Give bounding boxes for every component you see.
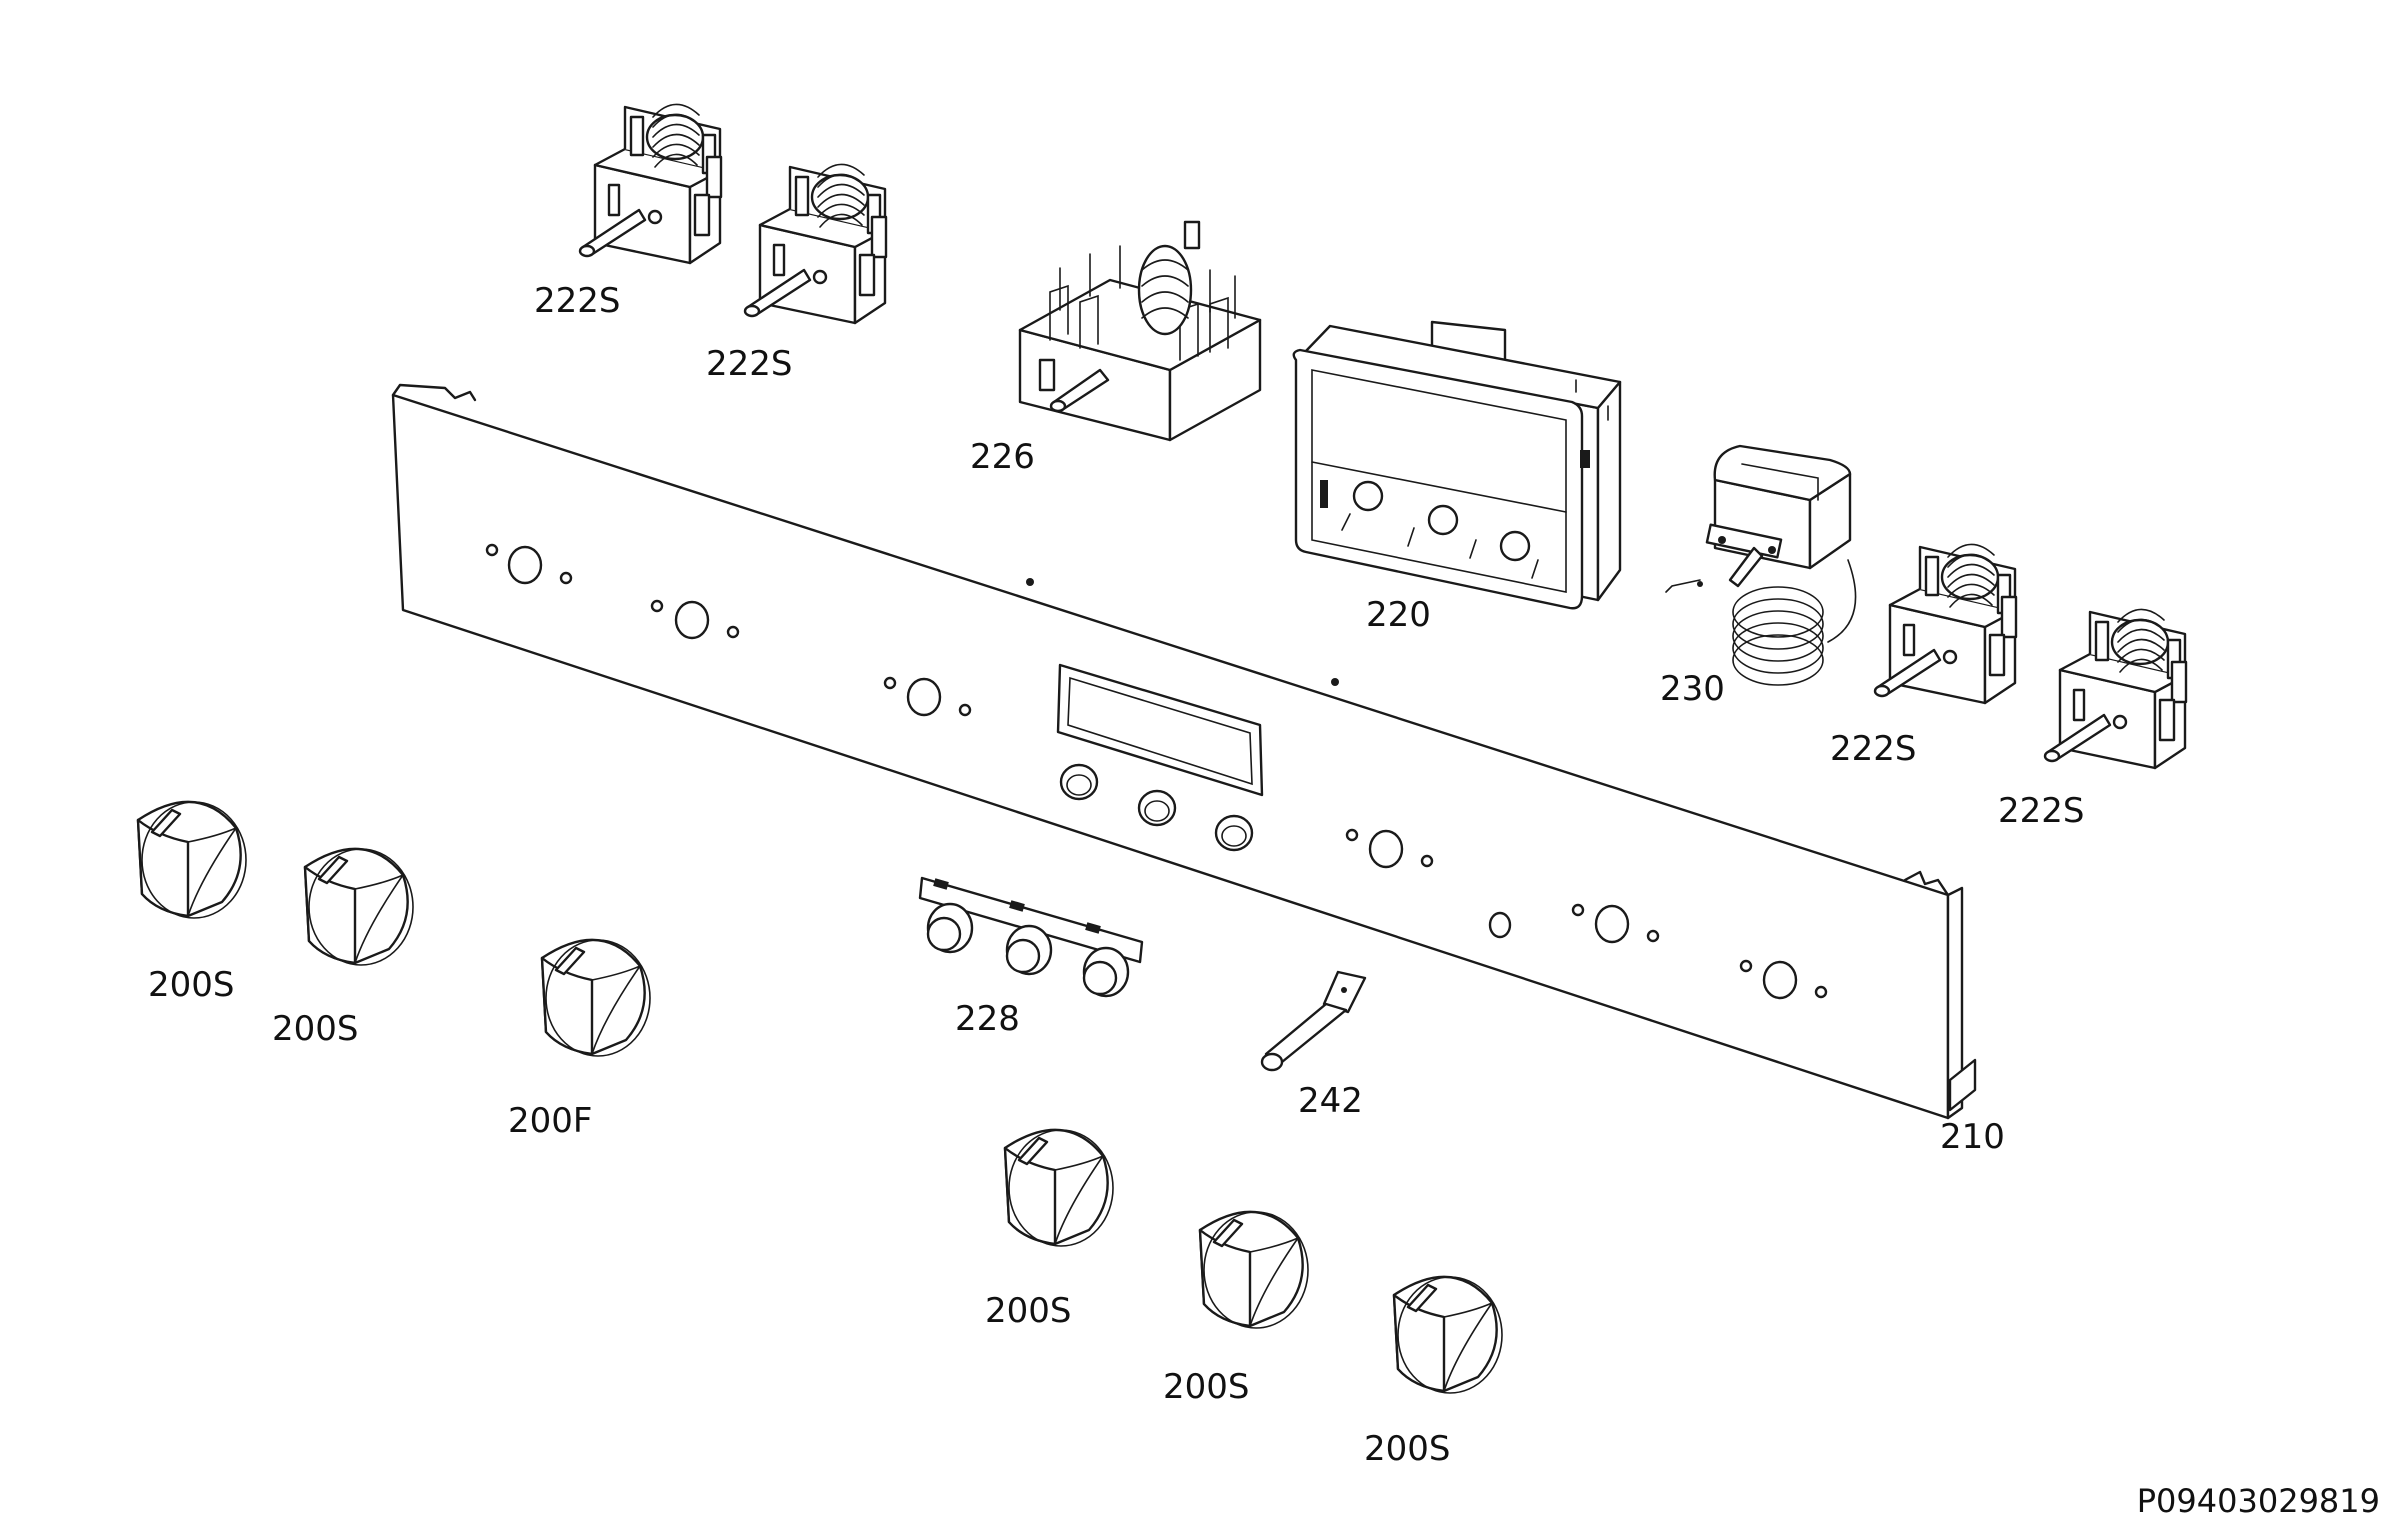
- knob-4: [1003, 1128, 1115, 1248]
- label-knob-2: 200S: [272, 1009, 358, 1049]
- label-timer: 220: [1366, 595, 1431, 635]
- panel-hole-6: [1571, 903, 1660, 944]
- label-selector: 226: [970, 437, 1035, 477]
- knob-1: [136, 800, 248, 920]
- timer-window: [1056, 663, 1264, 797]
- thermostat: [1665, 444, 1857, 686]
- electronic-timer: [1292, 320, 1622, 610]
- rotary-switch-top-middle: [743, 163, 888, 325]
- panel-hole-7: [1739, 959, 1828, 1000]
- knob-3: [540, 938, 652, 1058]
- label-switch-3: 222S: [1830, 729, 1916, 769]
- knob-6: [1392, 1275, 1504, 1395]
- label-lamp: 242: [1298, 1081, 1363, 1121]
- label-knob-5: 200S: [1163, 1367, 1249, 1407]
- label-knob-6: 200S: [1364, 1429, 1450, 1469]
- rotary-switch-right-upper: [1873, 543, 2018, 705]
- panel-hole-1: [485, 543, 573, 585]
- label-panel: 210: [1940, 1117, 2005, 1157]
- panel-hole-4: [1345, 828, 1434, 869]
- label-knob-3: 200F: [508, 1101, 592, 1141]
- selector-switch: [1018, 220, 1262, 442]
- label-thermostat: 230: [1660, 669, 1725, 709]
- label-knob-4: 200S: [985, 1291, 1071, 1331]
- panel-hole-3: [883, 676, 972, 717]
- pushbutton-hole-1: [1059, 763, 1099, 801]
- label-switch-2: 222S: [706, 344, 792, 384]
- pushbutton-hole-3: [1214, 814, 1254, 852]
- control-panel: [391, 383, 1977, 1120]
- knob-2: [303, 847, 415, 967]
- drawing-code: P09403029819: [2137, 1482, 2380, 1520]
- label-knob-1: 200S: [148, 965, 234, 1005]
- panel-hole-5: [1488, 911, 1512, 939]
- label-switch-1: 222S: [534, 281, 620, 321]
- label-switch-4: 222S: [1998, 791, 2084, 831]
- pushbutton-strip: [918, 876, 1144, 998]
- rotary-switch-top-left: [578, 103, 723, 265]
- indicator-lamp: [1260, 970, 1367, 1072]
- knob-5: [1198, 1210, 1310, 1330]
- label-pushbuttons: 228: [955, 999, 1020, 1039]
- pushbutton-hole-2: [1137, 789, 1177, 827]
- rotary-switch-right-lower: [2043, 608, 2188, 770]
- panel-hole-2: [650, 599, 740, 640]
